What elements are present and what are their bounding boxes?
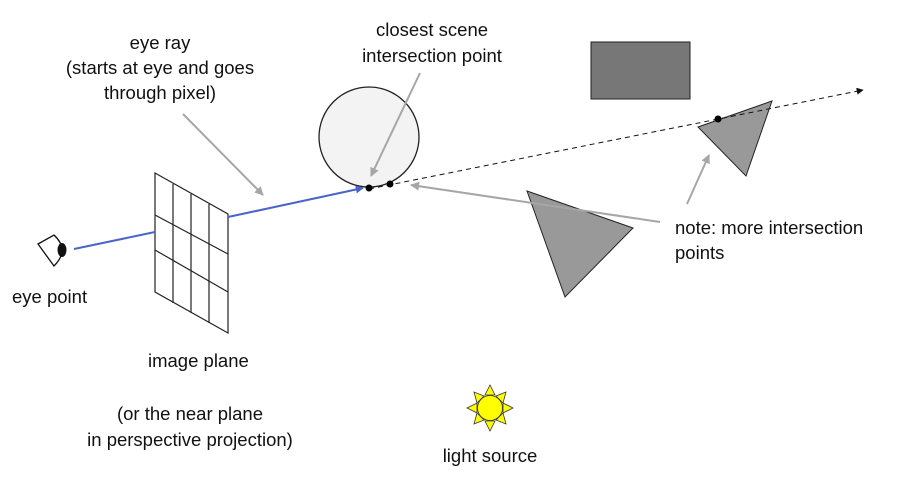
note-pointer-far	[686, 154, 710, 205]
note-label-line2: points	[675, 242, 724, 263]
sphere	[318, 86, 420, 188]
note-label-line1: note: more intersection	[675, 217, 863, 238]
triangle-far	[697, 100, 773, 177]
near-plane-label-line2: in perspective projection)	[87, 429, 293, 450]
closest-pointer	[370, 72, 421, 177]
closest-label-line1: closest scene	[376, 19, 488, 40]
eye-ray	[227, 185, 364, 218]
image-plane-grid	[154, 171, 229, 335]
triangle-middle	[526, 190, 634, 298]
note-pointer-middle	[410, 181, 661, 223]
eye-ray-segment	[73, 231, 156, 250]
intersection-point-closest	[365, 184, 373, 192]
closest-label-line2: intersection point	[362, 45, 502, 66]
eye-ray-label-line2: (starts at eye and goes	[66, 57, 254, 78]
eye-point-label: eye point	[12, 286, 87, 307]
near-plane-label-line1: (or the near plane	[117, 403, 263, 424]
eye-ray-label-line3: through pixel)	[104, 82, 216, 103]
eye-icon	[37, 234, 67, 267]
light-source-label: light source	[443, 445, 538, 466]
image-plane-label: image plane	[148, 350, 249, 371]
sun-icon	[466, 384, 514, 432]
intersection-point-far	[714, 115, 722, 123]
intersection-point-second	[386, 180, 394, 188]
continued-ray	[368, 87, 864, 190]
eye-ray-pointer	[182, 113, 264, 196]
eye-ray-label-line1: eye ray	[130, 32, 191, 53]
gray-rectangle	[590, 41, 691, 100]
